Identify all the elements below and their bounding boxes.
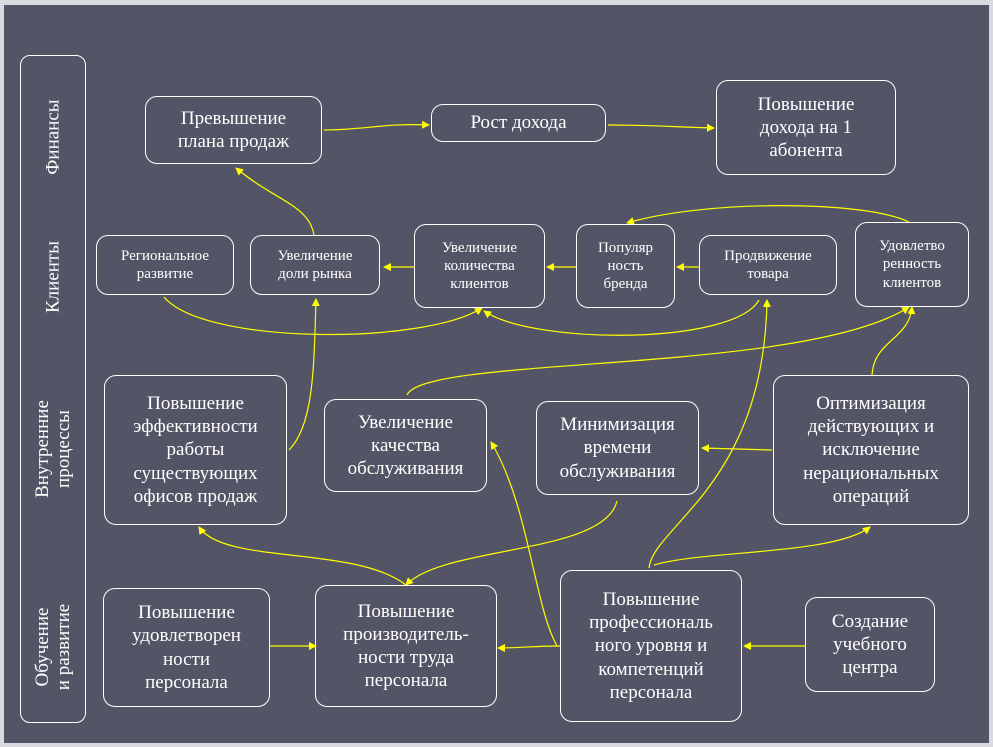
arrow-competence-to-quality [490,441,558,647]
arrow-satisfaction-to-clientcount [483,299,760,336]
arrow-optimization-to-satisfaction [871,306,916,376]
node-promotion: Продвижение товара [699,235,837,295]
node-client-count: Увеличение количества клиентов [414,224,545,308]
node-office-efficiency: Повышение эффективности работы существую… [104,375,287,525]
arrow-competence-to-productivity [497,643,561,652]
node-competence: Повышение профессиональ ного уровня и ко… [560,570,742,722]
strategy-map-slide: Финансы Клиенты Внутренние процессы Обуч… [4,5,989,743]
arrow-share-to-sales [235,167,315,236]
node-staff-satisfaction: Повышение удовлетворен ности персонала [103,588,270,707]
arrow-optimization-to-servicetime [701,444,773,453]
arrow-quality-to-satisfaction [406,306,910,396]
node-training-center: Создание учебного центра [805,597,935,692]
connector-layer [163,120,916,652]
node-regional: Региональное развитие [96,235,234,295]
arrow-satisfaction-to-brand [626,205,910,225]
arrow-sales-to-revenue [323,120,430,131]
node-satisfaction: Удовлетво ренность клиентов [855,222,969,307]
node-optimization: Оптимизация действующих и исключение нер… [773,375,969,525]
node-productivity: Повышение производитель- ности труда пер… [315,585,497,707]
node-brand: Популяр ность бренда [576,224,675,308]
node-arpu-growth: Повышение дохода на 1 абонента [716,80,896,175]
arrow-servicetime-to-productivity [405,500,618,586]
perspective-finance-label: Финансы [42,99,64,175]
node-sales-plan: Превышение плана продаж [145,96,322,164]
perspective-band [20,55,86,723]
perspective-clients-label: Клиенты [42,241,64,313]
node-revenue-growth: Рост дохода [431,104,606,142]
arrow-regional-to-clientcount [163,296,483,336]
arrow-efficiency-to-share [288,298,320,451]
arrow-competence-to-optimization [653,526,871,566]
arrow-productivity-to-efficiency [198,526,407,586]
arrow-revenue-to-arpu [607,123,715,132]
node-market-share: Увеличение доли рынка [250,235,380,295]
arrow-competence-to-promotion [648,299,771,569]
node-service-quality: Увеличение качества обслуживания [324,399,487,492]
perspective-learning-label: Обучение и развитие [32,603,74,691]
node-service-time: Минимизация времени обслуживания [536,401,699,495]
perspective-processes-label: Внутренние процессы [32,400,74,498]
